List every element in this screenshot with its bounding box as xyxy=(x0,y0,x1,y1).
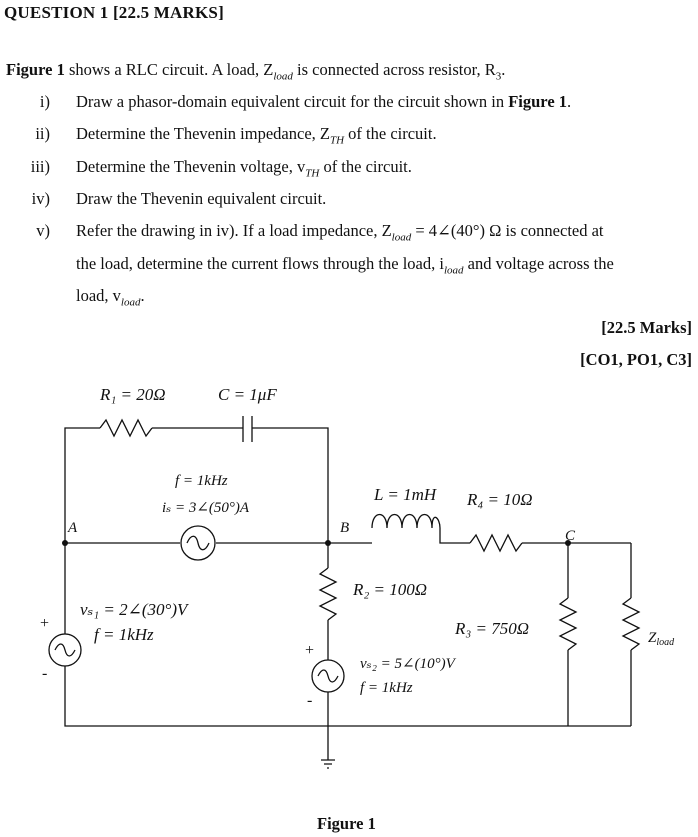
wire xyxy=(439,528,470,544)
vs1-plus: + xyxy=(40,615,49,632)
item-text-body: Determine the Thevenin impedance, Z xyxy=(76,124,330,143)
question-title: QUESTION 1 [22.5 MARKS] xyxy=(4,3,224,22)
item-end: and voltage across the xyxy=(463,254,614,273)
item-end: . xyxy=(567,92,572,111)
item-text: Determine the Thevenin impedance, ZTH of… xyxy=(76,124,437,146)
label-r2: R₂ = 100Ω xyxy=(352,580,427,599)
wire xyxy=(64,427,100,543)
sine-icon xyxy=(317,669,339,683)
intro-figure-ref: Figure 1 xyxy=(6,60,65,79)
item-figure-ref: Figure 1 xyxy=(508,92,568,111)
sine-icon xyxy=(54,643,76,657)
item-text: Draw a phasor-domain equivalent circuit … xyxy=(76,92,571,112)
intro-text2: is connected across resistor, R xyxy=(292,60,496,79)
item-sub: load xyxy=(443,264,464,277)
intro-end: . xyxy=(501,60,506,79)
item-text-line3: load, vload. xyxy=(76,286,145,308)
item-text-line2: the load, determine the current flows th… xyxy=(76,254,614,276)
item-text-body: Determine the Thevenin voltage, v xyxy=(76,157,306,176)
item-sub: TH xyxy=(329,134,345,147)
vs2-minus: - xyxy=(307,692,312,709)
ground-symbol xyxy=(321,759,335,769)
label-is: iₛ = 3∠(50°)A xyxy=(162,500,250,516)
junction-dot xyxy=(62,540,68,546)
item-number: iii) xyxy=(30,157,50,176)
sine-icon xyxy=(186,535,210,551)
label-is-freq: f = 1kHz xyxy=(175,473,228,489)
figure-caption: Figure 1 xyxy=(317,814,376,833)
junction-dot xyxy=(565,540,571,546)
item-sub: TH xyxy=(305,167,320,180)
label-r4: R₄ = 10Ω xyxy=(466,490,533,509)
resistor-zload xyxy=(621,597,641,651)
resistor-r3 xyxy=(558,597,578,651)
intro-sub2: 3 xyxy=(495,70,502,83)
label-vs1-freq: f = 1kHz xyxy=(94,625,154,644)
intro-sub: load xyxy=(273,70,293,83)
label-vs1: vₛ₁ = 2∠(30°)V xyxy=(80,600,190,619)
item-text-body: Refer the drawing in iv). If a load impe… xyxy=(76,221,392,240)
item-number: v) xyxy=(36,221,50,240)
resistor-r2 xyxy=(318,567,338,621)
item-end: of the circuit. xyxy=(344,124,437,143)
wire xyxy=(252,427,329,543)
marks-co: [CO1, PO1, C3] xyxy=(580,350,692,369)
label-zload: Zload xyxy=(648,630,675,648)
label-c: C = 1μF xyxy=(218,385,277,404)
marks-total: [22.5 Marks] xyxy=(601,318,692,337)
item-end: = 4∠(40°) Ω is connected at xyxy=(411,221,604,240)
label-r3: R₃ = 750Ω xyxy=(454,619,529,638)
item-number: ii) xyxy=(35,124,50,143)
capacitor-c xyxy=(242,416,253,442)
junction-dot xyxy=(325,540,331,546)
current-source xyxy=(180,525,216,561)
zload-symbol: Z xyxy=(648,630,657,646)
item-text: Determine the Thevenin voltage, vTH of t… xyxy=(76,157,412,179)
label-node-c: C xyxy=(565,528,576,544)
label-vs2: vₛ₂ = 5∠(10°)V xyxy=(360,656,457,672)
resistor-r1 xyxy=(99,418,153,438)
zload-sub: load xyxy=(656,637,675,648)
label-node-b: B xyxy=(340,520,349,536)
label-vs2-freq: f = 1kHz xyxy=(360,680,413,696)
intro-text: shows a RLC circuit. A load, Z xyxy=(64,60,274,79)
item-number: i) xyxy=(39,92,50,111)
item-end: of the circuit. xyxy=(319,157,412,176)
item-text-body: the load, determine the current flows th… xyxy=(76,254,444,273)
vs2-plus: + xyxy=(305,642,314,659)
item-sub: load xyxy=(391,231,412,244)
resistor-r4 xyxy=(469,533,523,553)
inductor-l xyxy=(371,513,441,529)
voltage-source-vs2 xyxy=(311,659,345,693)
vs1-minus: - xyxy=(42,665,47,682)
wire xyxy=(64,666,631,727)
item-number: iv) xyxy=(31,189,50,208)
item-text-body: Draw a phasor-domain equivalent circuit … xyxy=(76,92,509,111)
question-intro: Figure 1 shows a RLC circuit. A load, Zl… xyxy=(6,60,505,82)
item-end: . xyxy=(140,286,145,305)
item-sub: load xyxy=(120,296,141,309)
voltage-source-vs1 xyxy=(48,633,82,667)
item-text-line1: Refer the drawing in iv). If a load impe… xyxy=(76,221,604,243)
label-l: L = 1mH xyxy=(373,485,438,504)
label-r1: R₁ = 20Ω xyxy=(99,385,166,404)
label-node-a: A xyxy=(67,520,78,536)
item-text: Draw the Thevenin equivalent circuit. xyxy=(76,189,327,208)
circuit-diagram: R₁ = 20Ω C = 1μF f = 1kHz iₛ = 3∠(50°)A … xyxy=(40,385,675,769)
item-text-body: load, v xyxy=(76,286,121,305)
